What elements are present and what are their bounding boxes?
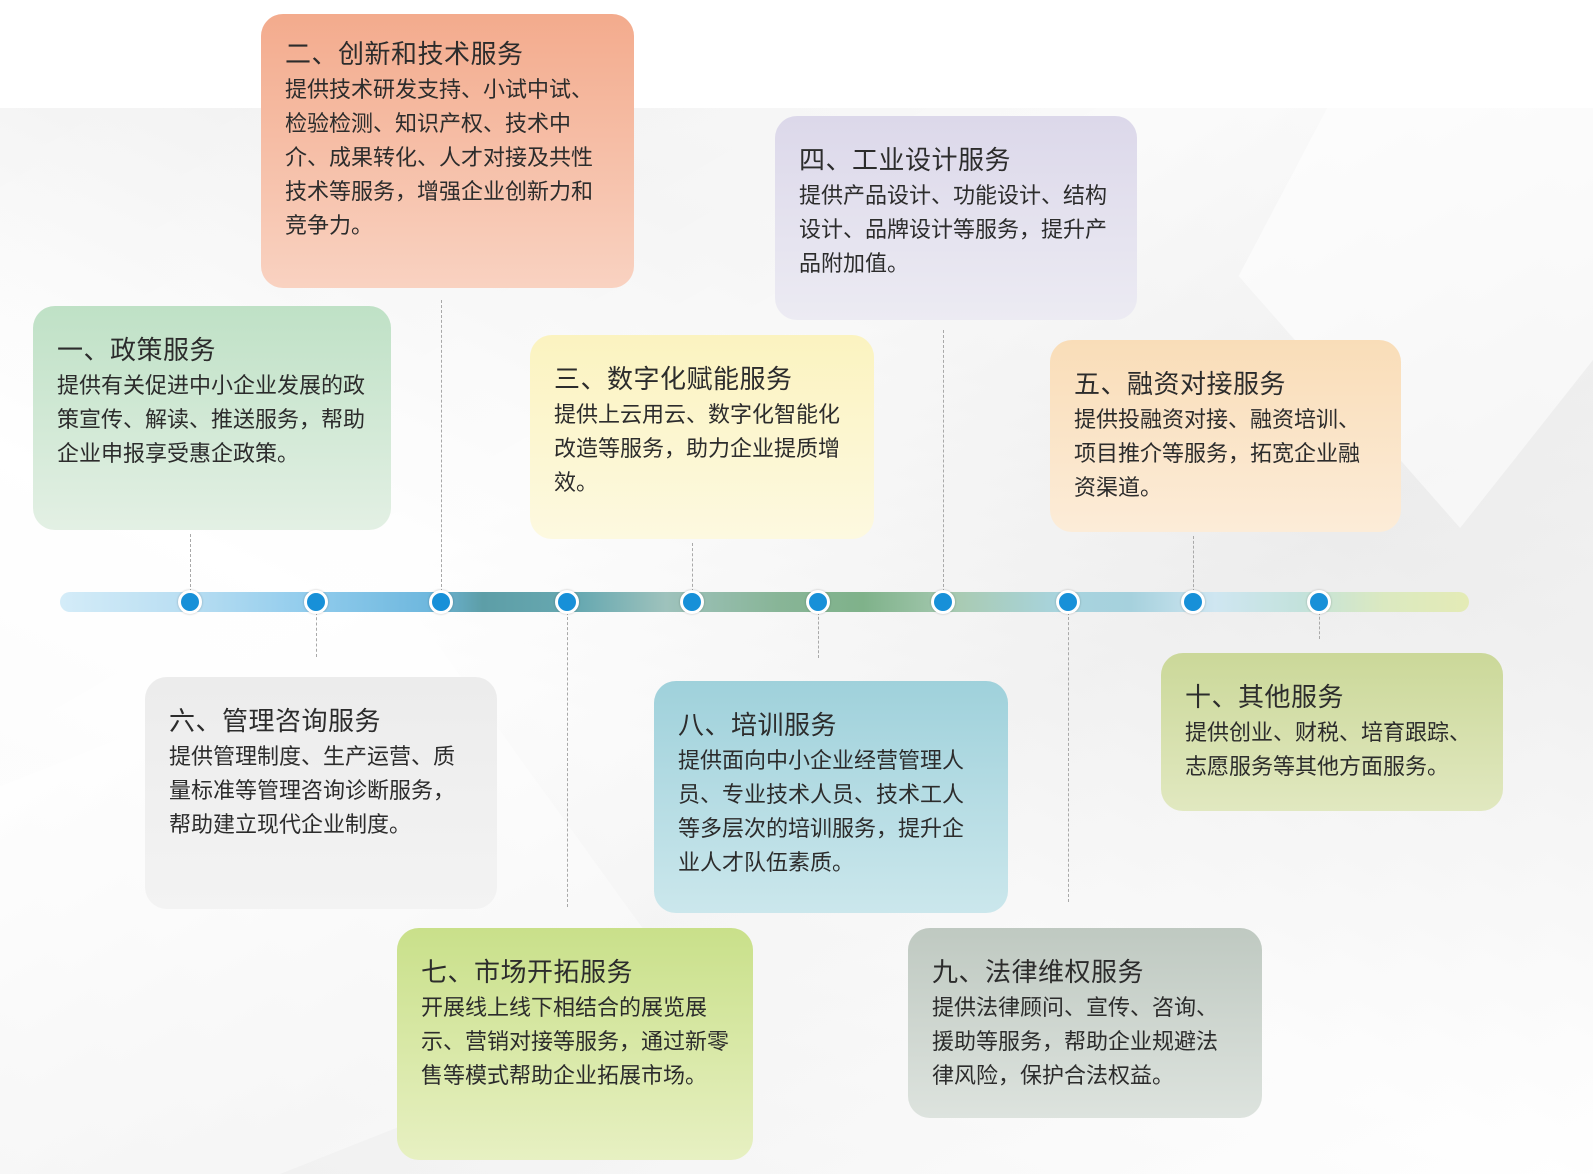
connector-line bbox=[316, 612, 317, 657]
timeline-bar bbox=[60, 592, 1469, 612]
timeline-node[interactable] bbox=[304, 590, 328, 614]
card-body: 提供有关促进中小企业发展的政策宣传、解读、推送服务，帮助企业申报享受惠企政策。 bbox=[57, 374, 366, 467]
card-body: 提供面向中小企业经营管理人员、专业技术人员、技术工人等多层次的培训服务，提升企业… bbox=[678, 749, 965, 876]
timeline-node[interactable] bbox=[1056, 590, 1080, 614]
card-body: 提供产品设计、功能设计、结构设计、品牌设计等服务，提升产品附加值。 bbox=[799, 184, 1108, 277]
card-industrial-design-service: 四、工业设计服务 提供产品设计、功能设计、结构设计、品牌设计等服务，提升产品附加… bbox=[775, 116, 1137, 320]
card-title: 十、其他服务 bbox=[1185, 683, 1345, 713]
card-legal-rights-service: 九、法律维权服务 提供法律顾问、宣传、咨询、援助等服务，帮助企业规避法律风险，保… bbox=[908, 928, 1262, 1118]
card-body: 提供技术研发支持、小试中试、检验检测、知识产权、技术中介、成果转化、人才对接及共… bbox=[285, 78, 594, 239]
connector-line bbox=[190, 534, 191, 592]
connector-line bbox=[567, 612, 568, 907]
timeline-node[interactable] bbox=[806, 590, 830, 614]
card-body: 开展线上线下相结合的展览展示、营销对接等服务，通过新零售等模式帮助企业拓展市场。 bbox=[421, 996, 730, 1089]
card-title: 三、数字化赋能服务 bbox=[554, 365, 793, 395]
card-financing-matchmaking-service: 五、融资对接服务 提供投融资对接、融资培训、项目推介等服务，拓宽企业融资渠道。 bbox=[1050, 340, 1401, 532]
card-title: 八、培训服务 bbox=[678, 711, 838, 741]
connector-line bbox=[1068, 612, 1069, 902]
card-title: 一、政策服务 bbox=[57, 336, 217, 366]
connector-line bbox=[818, 612, 819, 658]
card-policy-service: 一、政策服务 提供有关促进中小企业发展的政策宣传、解读、推送服务，帮助企业申报享… bbox=[33, 306, 391, 530]
card-title: 二、创新和技术服务 bbox=[285, 40, 524, 70]
timeline-node[interactable] bbox=[931, 590, 955, 614]
card-management-consulting-service: 六、管理咨询服务 提供管理制度、生产运营、质量标准等管理咨询诊断服务，帮助建立现… bbox=[145, 677, 497, 909]
card-innovation-technology-service: 二、创新和技术服务 提供技术研发支持、小试中试、检验检测、知识产权、技术中介、成… bbox=[261, 14, 634, 288]
card-digital-enablement-service: 三、数字化赋能服务 提供上云用云、数字化智能化改造等服务，助力企业提质增效。 bbox=[530, 335, 874, 539]
card-market-expansion-service: 七、市场开拓服务 开展线上线下相结合的展览展示、营销对接等服务，通过新零售等模式… bbox=[397, 928, 753, 1160]
timeline-node[interactable] bbox=[680, 590, 704, 614]
timeline-node[interactable] bbox=[1181, 590, 1205, 614]
connector-line bbox=[692, 543, 693, 592]
connector-line bbox=[943, 330, 944, 592]
card-body: 提供法律顾问、宣传、咨询、援助等服务，帮助企业规避法律风险，保护合法权益。 bbox=[932, 996, 1219, 1089]
card-body: 提供创业、财税、培育跟踪、志愿服务等其他方面服务。 bbox=[1185, 721, 1472, 780]
card-body: 提供投融资对接、融资培训、项目推介等服务，拓宽企业融资渠道。 bbox=[1074, 408, 1361, 501]
timeline-node[interactable] bbox=[429, 590, 453, 614]
timeline-node[interactable] bbox=[1307, 590, 1331, 614]
card-other-services: 十、其他服务 提供创业、财税、培育跟踪、志愿服务等其他方面服务。 bbox=[1161, 653, 1503, 811]
timeline-node[interactable] bbox=[555, 590, 579, 614]
connector-line bbox=[441, 300, 442, 592]
timeline-node[interactable] bbox=[178, 590, 202, 614]
connector-line bbox=[1319, 612, 1320, 639]
card-title: 四、工业设计服务 bbox=[799, 146, 1012, 176]
connector-line bbox=[1193, 536, 1194, 592]
card-body: 提供管理制度、生产运营、质量标准等管理咨询诊断服务，帮助建立现代企业制度。 bbox=[169, 745, 456, 838]
card-title: 六、管理咨询服务 bbox=[169, 707, 382, 737]
card-title: 九、法律维权服务 bbox=[932, 958, 1145, 988]
card-title: 七、市场开拓服务 bbox=[421, 958, 634, 988]
card-training-service: 八、培训服务 提供面向中小企业经营管理人员、专业技术人员、技术工人等多层次的培训… bbox=[654, 681, 1008, 913]
card-title: 五、融资对接服务 bbox=[1074, 370, 1287, 400]
card-body: 提供上云用云、数字化智能化改造等服务，助力企业提质增效。 bbox=[554, 403, 841, 496]
